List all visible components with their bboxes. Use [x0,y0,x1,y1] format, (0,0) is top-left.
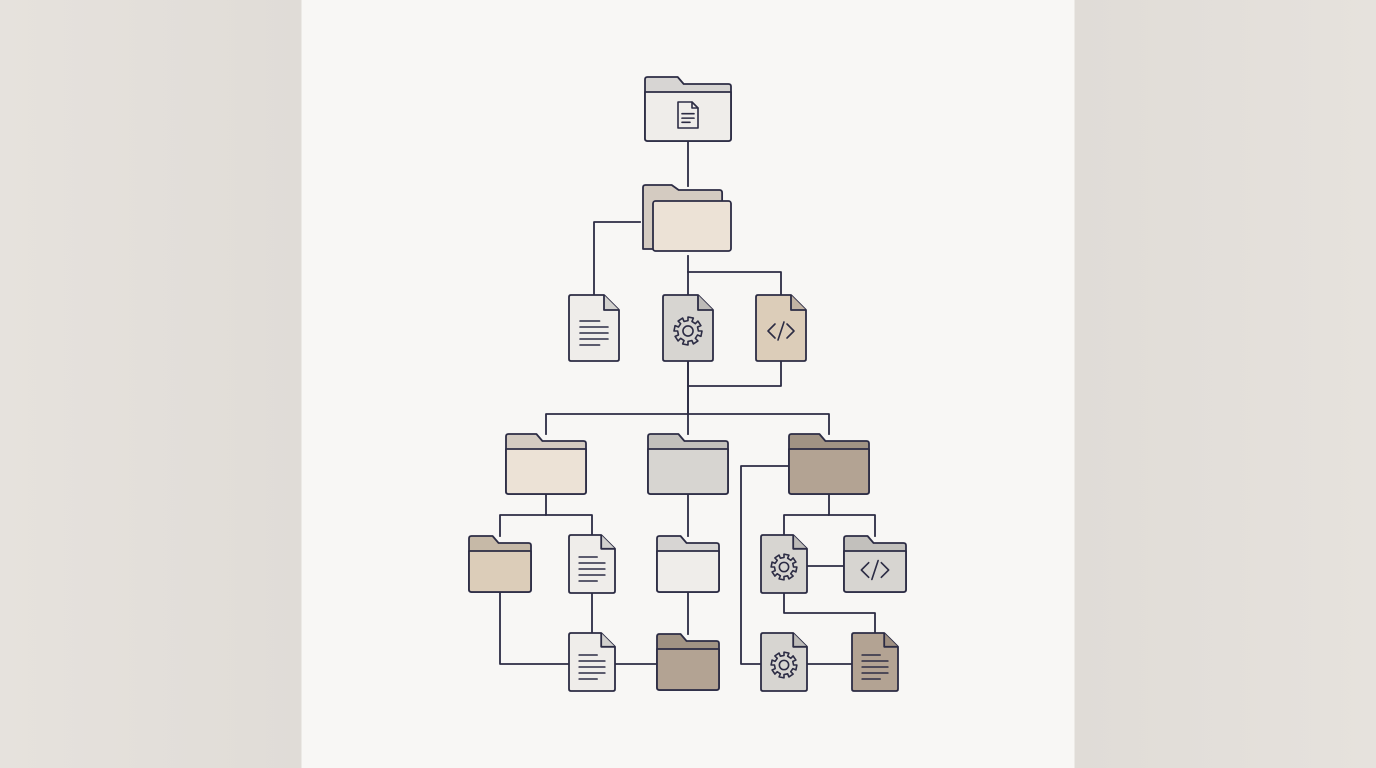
file-corner-fold [697,295,713,311]
edge-l3-folder-taupe-to-l4-code-folder [828,514,876,537]
folder-node-l3-folder-cream [505,433,587,495]
folder-node-root [644,76,732,142]
folder-node-l5-folder-taupe [656,633,720,691]
folder-front [468,550,532,593]
folder-node-l4-folder-white [656,535,720,593]
file-node-l2-text-doc [568,294,620,362]
file-corner-fold [600,535,615,550]
gear-icon [770,553,798,581]
edge-l4-folder-sand-to-l5-text-doc [499,591,570,665]
text-lines-icon [861,654,889,680]
folder-front [656,648,720,691]
file-sheet [662,294,714,362]
text-lines-icon [578,654,606,680]
file-corner-fold [600,633,615,648]
connector-lines [499,141,876,665]
file-sheet [755,294,807,362]
folder-front [656,550,720,593]
gear-icon [673,316,703,346]
text-lines-icon [578,556,606,582]
edge-l1-folder-to-l2-code-doc [687,271,782,296]
file-corner-fold [790,295,806,311]
file-corner-fold [883,633,898,648]
edge-l4-settings-doc-to-l5-text-doc-taupe [783,592,876,634]
gear-icon [770,651,798,679]
folder-node-l3-folder-grey [647,433,729,495]
file-corner-fold [792,633,807,648]
file-node-l5-text-doc [568,632,616,692]
folder-front [652,200,732,252]
file-node-l4-settings-doc [760,534,808,594]
edge-l1-folder-to-l2-text-doc [593,221,641,296]
edge-l2-settings-doc-to-l3-folder-cream [545,361,689,435]
folder-node-l4-folder-sand [468,535,532,593]
code-icon [860,559,890,581]
edge-l2-settings-doc-to-l3-folder-taupe [687,413,830,435]
folder-front [647,448,729,495]
file-node-l5-settings-doc [760,632,808,692]
edge-l3-folder-cream-to-l4-text-doc [545,514,593,536]
file-corner-fold [603,295,619,311]
folder-front [788,448,870,495]
edge-l3-folder-taupe-to-l5-settings-doc [740,465,790,665]
file-node-l2-code-doc [755,294,807,362]
folder-node-l4-code-folder [843,535,907,593]
document-icon [677,101,699,129]
code-icon [767,321,795,341]
folder-node-l3-folder-taupe [788,433,870,495]
file-node-l4-text-doc [568,534,616,594]
text-lines-icon [579,320,609,346]
file-node-l5-text-doc-taupe [851,632,899,692]
edge-l3-folder-taupe-to-l4-settings-doc [783,494,830,536]
folder-front [505,448,587,495]
edge-l2-code-doc-to-l3-folder-grey [687,361,782,387]
folder-node-l1-folder [642,184,732,252]
diagram-nodes [468,76,907,692]
edge-l3-folder-cream-to-l4-folder-sand [499,494,547,537]
folder-front [644,91,732,142]
file-node-l2-settings-doc [662,294,714,362]
file-corner-fold [792,535,807,550]
